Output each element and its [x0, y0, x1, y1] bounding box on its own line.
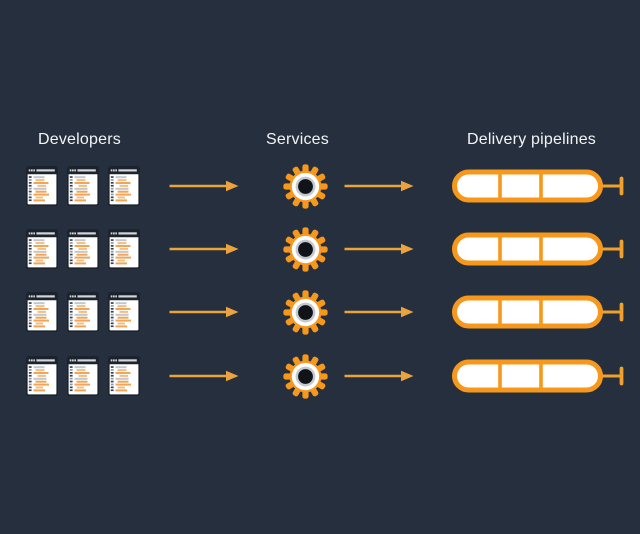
right-arrow-icon: [344, 305, 414, 319]
delivery-pipeline-icon: [450, 357, 630, 395]
pipeline-flow-row: [0, 226, 640, 272]
developer-code-file-icon: [108, 292, 140, 332]
developer-code-file-icon: [67, 356, 99, 396]
right-arrow-icon: [169, 242, 239, 256]
developer-code-file-icon: [67, 292, 99, 332]
column-header-developers: Developers: [38, 131, 121, 148]
developer-code-file-icon: [26, 166, 58, 206]
column-header-delivery-pipelines: Delivery pipelines: [467, 131, 596, 148]
developer-code-file-icon: [108, 166, 140, 206]
developer-code-file-icon: [26, 292, 58, 332]
right-arrow-icon: [169, 369, 239, 383]
delivery-pipeline-icon: [450, 167, 630, 205]
pipeline-flow-row: [0, 163, 640, 209]
right-arrow-icon: [344, 242, 414, 256]
developer-code-file-icon: [67, 166, 99, 206]
pipeline-flow-row: [0, 353, 640, 399]
delivery-pipeline-icon: [450, 230, 630, 268]
column-header-services: Services: [266, 131, 329, 148]
right-arrow-icon: [169, 179, 239, 193]
pipeline-flow-row: [0, 289, 640, 335]
service-gear-icon: [283, 227, 328, 272]
right-arrow-icon: [169, 305, 239, 319]
developer-code-file-icon: [108, 229, 140, 269]
right-arrow-icon: [344, 369, 414, 383]
developer-code-file-icon: [67, 229, 99, 269]
service-gear-icon: [283, 164, 328, 209]
right-arrow-icon: [344, 179, 414, 193]
developer-code-file-icon: [26, 229, 58, 269]
delivery-pipeline-icon: [450, 293, 630, 331]
developer-code-file-icon: [26, 356, 58, 396]
service-gear-icon: [283, 354, 328, 399]
developer-code-file-icon: [108, 356, 140, 396]
service-gear-icon: [283, 290, 328, 335]
